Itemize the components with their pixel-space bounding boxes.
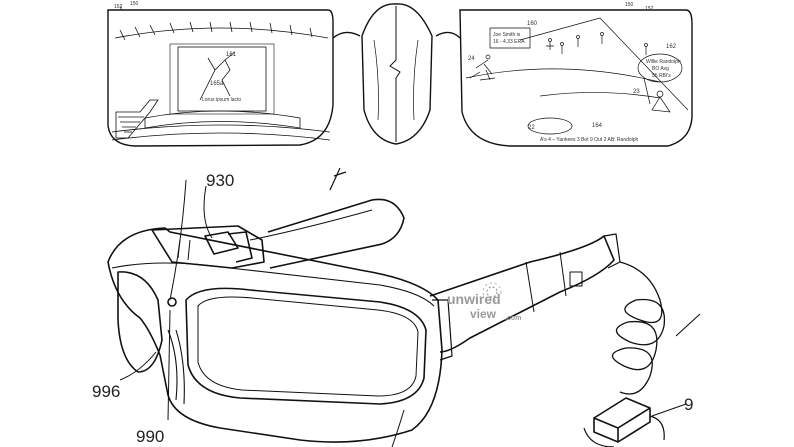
callout-line: Joe Smith is <box>493 32 521 38</box>
watermark: unwired view .com <box>447 282 521 322</box>
temple-arm-top <box>267 198 405 269</box>
left-lens-scene <box>111 21 331 141</box>
ref-label: 996 <box>92 382 120 401</box>
left-lens <box>117 271 163 373</box>
ref-label: 23 <box>633 89 640 95</box>
right-lens <box>185 287 427 405</box>
left-lens-frame <box>107 9 334 147</box>
coiled-cable <box>611 261 666 395</box>
ref-label: 150 <box>625 2 634 8</box>
ref-label: 990 <box>136 427 164 446</box>
ref-label: 165a <box>210 81 224 87</box>
watermark-line1: unwired <box>447 291 501 307</box>
bottom-glasses-figure <box>107 167 701 447</box>
ref-label: 24 <box>468 56 475 62</box>
ref-label: 164 <box>592 123 603 129</box>
callout-line: 16 - 4.33 ERA <box>493 39 525 45</box>
front-frame <box>107 227 443 443</box>
camera-module <box>151 225 265 269</box>
ref-label: 930 <box>206 171 234 190</box>
temple-arm-side <box>429 235 615 353</box>
ref-label: 9 <box>684 395 693 414</box>
bottom-figure-labels: 930 996 990 9 <box>92 171 693 446</box>
callout-line: Willie Randolph <box>646 59 681 65</box>
ref-label: 160 <box>527 21 538 27</box>
ref-label: 150 <box>130 1 139 7</box>
watermark-suffix: .com <box>505 315 521 322</box>
watermark-line2: view <box>470 307 497 321</box>
ref-label: 22 <box>528 125 535 131</box>
top-glasses-figure <box>107 3 693 147</box>
bridge <box>332 3 461 145</box>
scoreline: A's 4 – Yankees 3 Bot 9 Out 2 AB: Randol… <box>540 137 639 143</box>
ref-label: 152 <box>114 4 123 10</box>
callout-line: BO Avg <box>652 66 669 72</box>
top-figure-labels: 152 150 161 165a Lorus ipsum lacto 150 1… <box>114 1 681 143</box>
ref-label: 161 <box>226 52 237 58</box>
wrist-unit <box>583 397 665 447</box>
sensor-dot <box>167 297 177 307</box>
ref-label: 162 <box>666 44 677 50</box>
right-lens-frame <box>459 9 693 147</box>
callout-line: 55 RBI's <box>652 73 671 79</box>
ref-label: 152 <box>645 6 654 12</box>
right-lens-scene <box>465 17 689 135</box>
left-lens-caption: Lorus ipsum lacto <box>202 97 241 103</box>
